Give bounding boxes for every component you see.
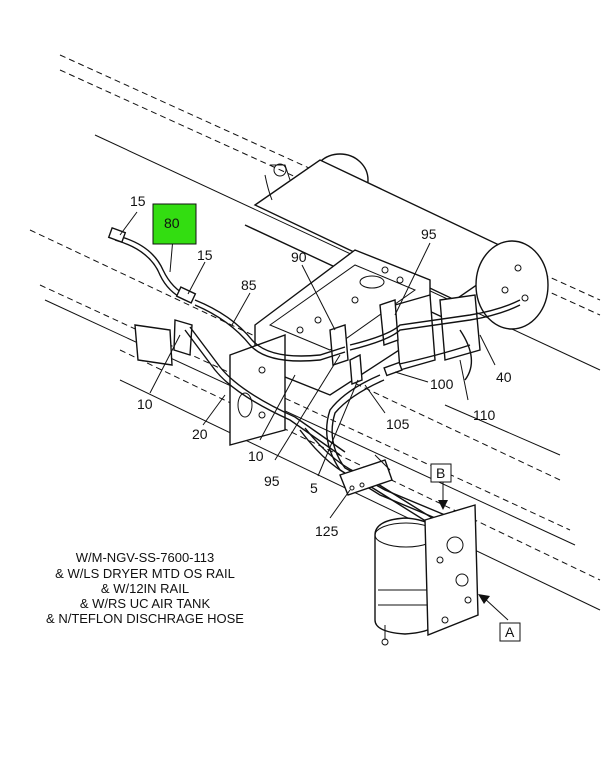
view-label-b-text: B	[436, 465, 445, 481]
view-label-b[interactable]: B	[430, 463, 452, 483]
callout-105[interactable]: 105	[386, 416, 410, 432]
brackets	[134, 299, 399, 386]
callout-85[interactable]: 85	[241, 277, 257, 293]
note-line-3: & W/12IN RAIL	[101, 581, 189, 596]
note-line-5: & N/TEFLON DISCHRAGE HOSE	[46, 611, 244, 626]
callout-95-top[interactable]: 95	[421, 226, 437, 242]
note-line-1: W/M-NGV-SS-7600-113	[76, 550, 214, 565]
highlight-box	[152, 203, 197, 245]
callout-labels: 15 15 85 90 95 10 20 10 95 5 100 105 40 …	[130, 193, 512, 539]
note-line-2: & W/LS DRYER MTD OS RAIL	[55, 566, 235, 581]
view-arrows	[438, 500, 490, 604]
callout-40[interactable]: 40	[496, 369, 512, 385]
applicability-notes: W/M-NGV-SS-7600-113 & W/LS DRYER MTD OS …	[46, 550, 244, 626]
callout-110[interactable]: 110	[473, 407, 496, 423]
view-label-a-text: A	[505, 624, 515, 640]
callout-5[interactable]: 5	[310, 480, 318, 496]
callout-10-center[interactable]: 10	[248, 448, 264, 464]
clamp-125	[339, 454, 393, 496]
callout-15-right[interactable]: 15	[197, 247, 213, 263]
callout-15-left[interactable]: 15	[130, 193, 146, 209]
crossmember	[229, 249, 481, 446]
air-tank	[244, 153, 549, 331]
callout-80: 80	[164, 215, 180, 231]
callout-90[interactable]: 90	[291, 249, 307, 265]
callout-100[interactable]: 100	[430, 376, 454, 392]
leader-lines	[119, 211, 509, 621]
view-label-a[interactable]: A	[499, 622, 521, 642]
callout-125[interactable]: 125	[315, 523, 339, 539]
callout-95-bottom[interactable]: 95	[264, 473, 280, 489]
note-line-4: & W/RS UC AIR TANK	[80, 596, 211, 611]
air-dryer	[374, 504, 479, 646]
callout-80-highlight[interactable]: 80	[152, 203, 197, 245]
callout-10-left[interactable]: 10	[137, 396, 153, 412]
callout-20[interactable]: 20	[192, 426, 208, 442]
